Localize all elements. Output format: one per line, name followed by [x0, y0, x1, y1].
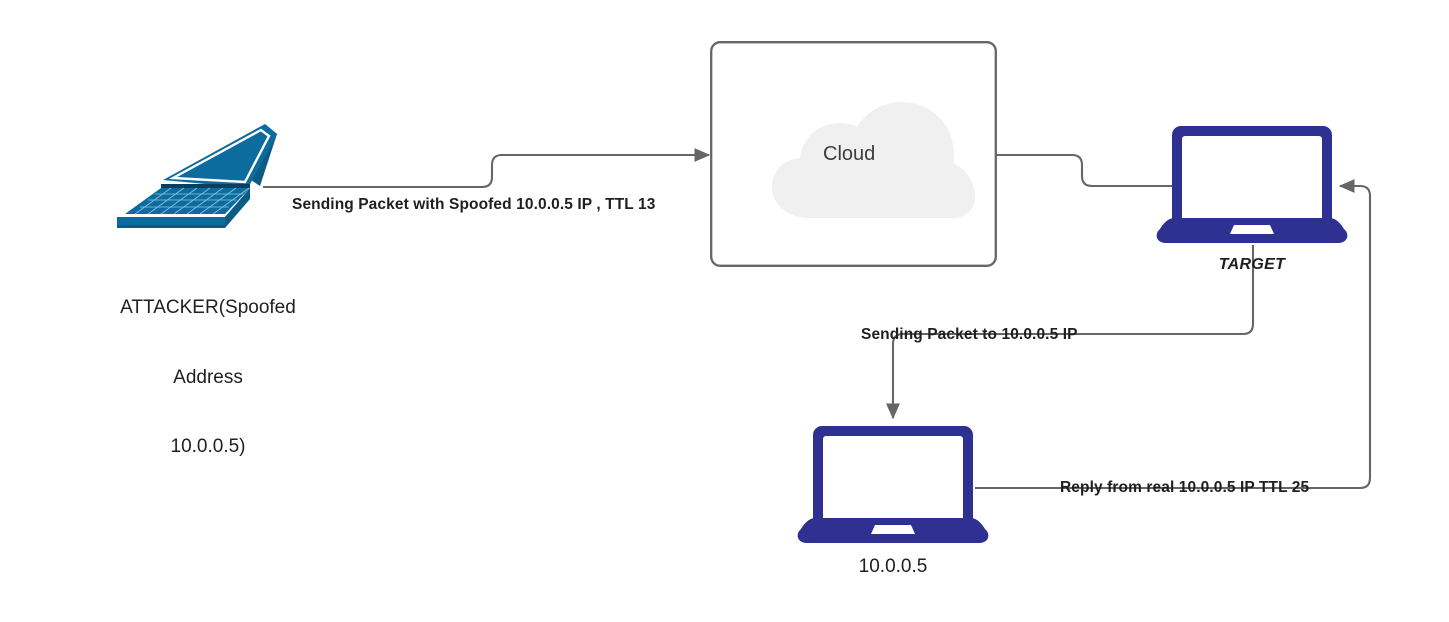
- connector-label-target-to-victim: Sending Packet to 10.0.0.5 IP: [861, 326, 1078, 343]
- laptop-isometric-icon: [117, 124, 277, 228]
- target-node[interactable]: [1152, 124, 1352, 248]
- connector-attacker-to-cloud: [263, 148, 711, 189]
- victim-label: 10.0.0.5: [858, 556, 928, 577]
- target-label: TARGET: [1218, 256, 1286, 273]
- attacker-label-line2: Address: [173, 366, 243, 388]
- attacker-label: ATTACKER(Spoofed Address 10.0.0.5): [58, 250, 358, 505]
- victim-node[interactable]: [793, 424, 993, 548]
- connector-label-attacker-to-cloud: Sending Packet with Spoofed 10.0.0.5 IP …: [292, 196, 656, 213]
- connector-target-to-victim: [886, 245, 1255, 420]
- laptop-icon: [797, 426, 989, 543]
- connector-cloud-to-target: [996, 153, 1172, 188]
- laptop-icon: [1156, 126, 1348, 243]
- cloud-container-shape: [710, 41, 997, 267]
- cloud-icon: [772, 102, 975, 218]
- connector-victim-to-target: [975, 179, 1372, 490]
- attacker-label-line1: ATTACKER(Spoofed: [120, 297, 296, 319]
- cloud-label: Cloud: [823, 143, 876, 165]
- attacker-label-line3: 10.0.0.5): [170, 436, 246, 458]
- cloud-node[interactable]: Cloud: [710, 41, 997, 267]
- connector-label-victim-to-target: Reply from real 10.0.0.5 IP TTL 25: [1060, 479, 1310, 496]
- attacker-node[interactable]: [105, 122, 280, 232]
